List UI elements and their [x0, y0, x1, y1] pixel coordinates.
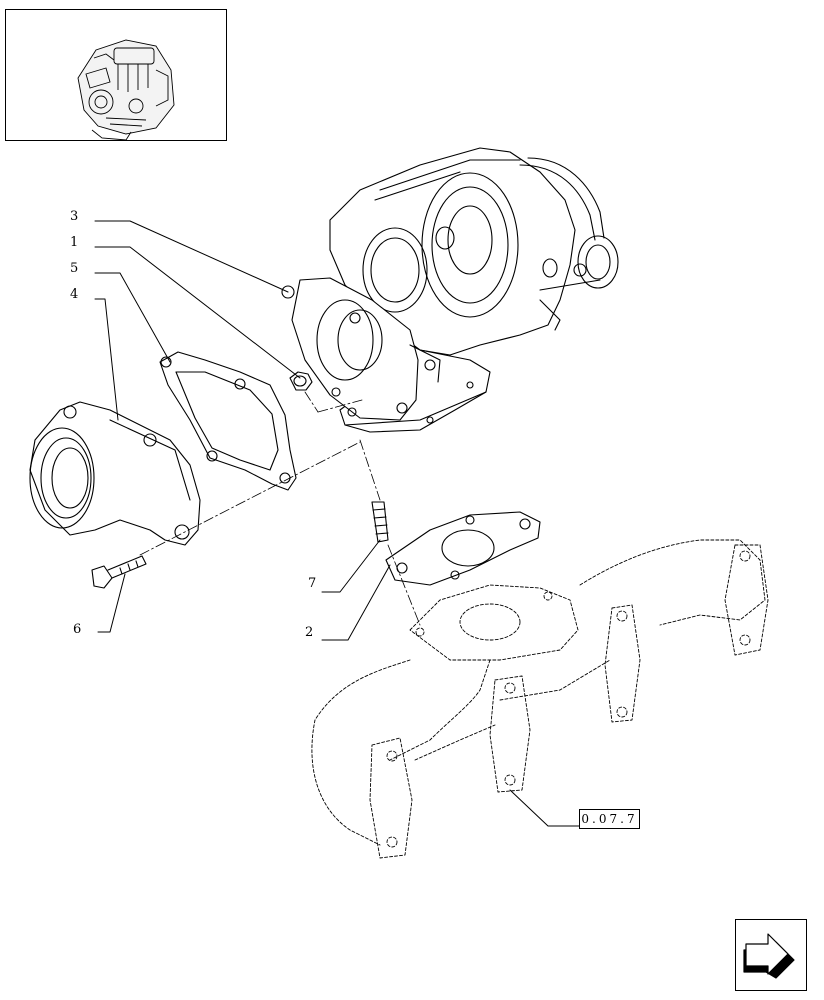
callout-number: 5 [70, 261, 79, 276]
nut [289, 371, 313, 391]
turbocharger [281, 147, 619, 433]
next-page-button[interactable] [735, 919, 807, 991]
callout-number: 2 [305, 625, 314, 640]
callout-number: 1 [70, 235, 79, 250]
gasket-turbo-outlet [159, 351, 297, 491]
callout-number: 4 [70, 287, 79, 302]
next-page-arrow-icon [743, 933, 795, 979]
callout-number: 6 [73, 622, 82, 637]
bolt [91, 555, 147, 589]
engine-thumbnail [5, 9, 227, 141]
cross-reference-label[interactable]: 0.07.7 [579, 809, 640, 829]
gasket-manifold [385, 511, 541, 586]
stud [371, 501, 389, 543]
callout-number: 7 [308, 576, 317, 591]
callout-number: 3 [70, 209, 79, 224]
exhaust-manifold-phantom [311, 539, 769, 859]
exhaust-elbow [29, 401, 201, 546]
engine-overview-icon [77, 39, 175, 141]
